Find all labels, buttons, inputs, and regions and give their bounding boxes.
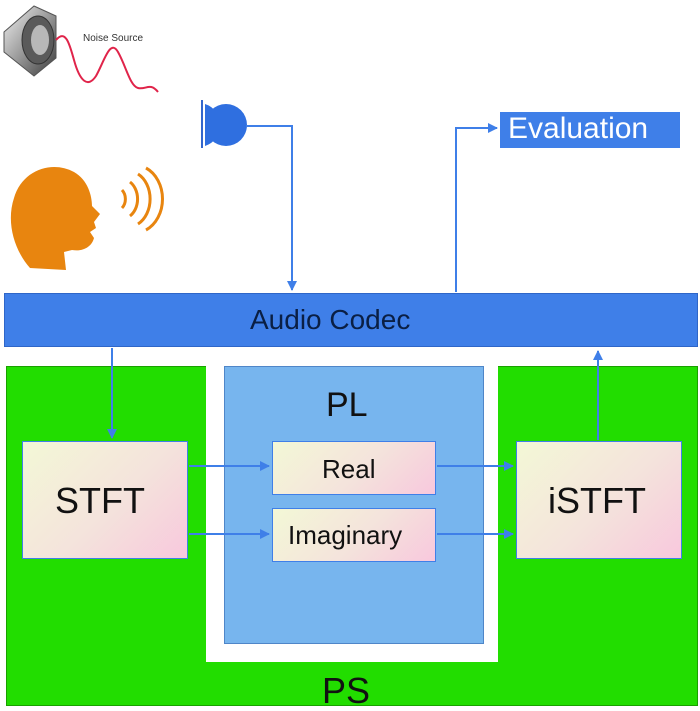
real-block	[272, 441, 436, 495]
speaker-icon	[3, 5, 57, 77]
istft-block	[516, 441, 682, 559]
istft-label: iSTFT	[548, 480, 646, 521]
pl-region	[224, 366, 484, 644]
stft-block	[22, 441, 188, 559]
arrow-mic-to-codec	[246, 125, 297, 291]
human-head-speaking-icon	[10, 166, 164, 270]
noise-source-label: Noise Source	[83, 33, 144, 44]
ps-label: PS	[322, 670, 371, 711]
real-label: Real	[322, 454, 376, 484]
audio-codec-label: Audio Codec	[250, 304, 411, 335]
stft-label: STFT	[55, 480, 145, 521]
evaluation-label: Evaluation	[508, 112, 649, 145]
arrow-codec-to-evaluation	[455, 123, 498, 292]
microphone-icon	[201, 100, 247, 148]
imaginary-label: Imaginary	[288, 520, 403, 550]
pl-label: PL	[326, 386, 368, 424]
imaginary-block	[272, 508, 436, 562]
audio-codec-block	[4, 293, 698, 347]
noise-wave-icon	[55, 35, 159, 93]
evaluation-block	[500, 112, 680, 148]
